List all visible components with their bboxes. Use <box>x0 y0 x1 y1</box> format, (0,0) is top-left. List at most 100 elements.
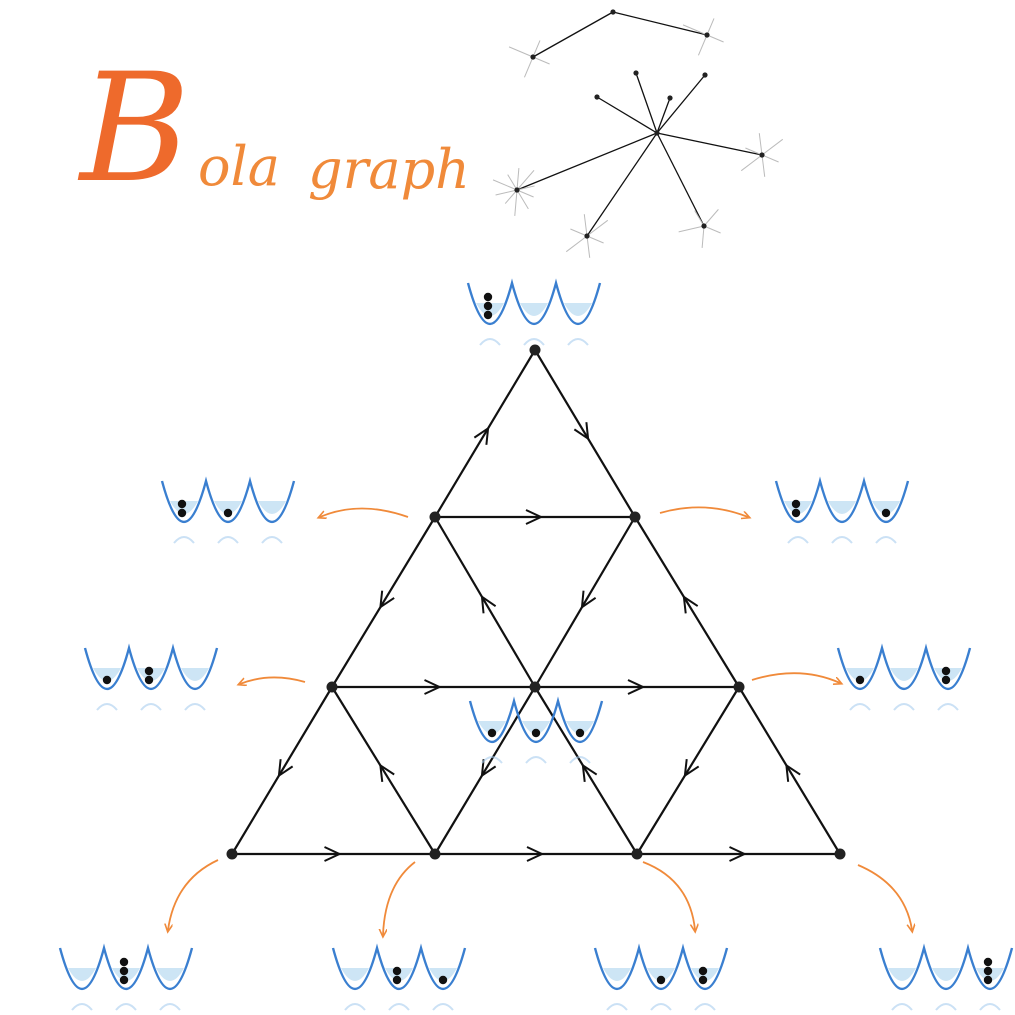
well-reflection <box>524 339 544 345</box>
star-faint-edge <box>509 47 533 57</box>
star-faint-edge <box>584 214 587 236</box>
well-reflection <box>174 537 194 543</box>
star-node <box>704 32 709 37</box>
star-faint-edge <box>759 133 762 155</box>
star-faint-edge <box>517 168 519 190</box>
lattice-node <box>632 849 643 860</box>
star-faint-edge <box>533 57 550 64</box>
well-reflection <box>345 1004 365 1010</box>
lattice-node <box>430 849 441 860</box>
lattice-node <box>835 849 846 860</box>
title-word-graph: graph <box>308 138 470 201</box>
lattice-edges <box>232 350 840 861</box>
edge-arrowhead <box>380 765 394 781</box>
lattice-edge <box>535 350 635 517</box>
well-reflection <box>480 339 500 345</box>
lattice-node <box>630 512 641 523</box>
star-faint-edge <box>704 226 721 233</box>
orange-arrow <box>752 673 840 683</box>
edge-arrowhead <box>279 759 293 775</box>
lattice-node <box>227 849 238 860</box>
star-faint-edge <box>587 236 604 243</box>
star-node <box>667 95 672 100</box>
edge-arrowhead <box>583 765 597 781</box>
well-particle <box>484 311 492 319</box>
lattice-node <box>430 512 441 523</box>
well-reflection <box>695 1004 715 1010</box>
well-particle <box>657 976 665 984</box>
well-particle <box>439 976 447 984</box>
star-node <box>514 187 519 192</box>
triple-well <box>595 948 727 1010</box>
orange-arrow <box>858 865 912 930</box>
lattice-nodes <box>227 345 846 860</box>
lattice-edge <box>535 517 635 687</box>
edge-arrowhead <box>474 428 488 444</box>
lattice-node <box>530 345 541 356</box>
edge-arrowhead <box>786 765 800 781</box>
well-particle <box>178 500 186 508</box>
well-particle <box>942 667 950 675</box>
well-particle <box>484 293 492 301</box>
well-reflection <box>141 704 161 710</box>
star-faint-edge <box>566 236 587 252</box>
lattice-edge <box>435 517 535 687</box>
well-particle <box>792 509 800 517</box>
star-edge <box>657 133 762 155</box>
lattice-edge <box>332 517 435 687</box>
well-reflection <box>389 1004 409 1010</box>
lattice-node <box>327 682 338 693</box>
well-reflection <box>651 1004 671 1010</box>
lattice-node <box>530 682 541 693</box>
title-initial: B <box>77 42 190 216</box>
well-particle <box>120 967 128 975</box>
triple-well <box>60 948 192 1010</box>
well-particle <box>120 976 128 984</box>
well-particle <box>942 676 950 684</box>
well-reflection <box>526 757 546 763</box>
triple-well <box>468 283 600 345</box>
well-particle <box>484 302 492 310</box>
well-reflection <box>262 537 282 543</box>
well-reflection <box>936 1004 956 1010</box>
edge-arrowhead <box>482 597 496 613</box>
well-particle <box>178 509 186 517</box>
lattice-edge <box>637 687 739 854</box>
star-edge <box>636 73 657 133</box>
star-node <box>654 130 659 135</box>
star-faint-edge <box>570 229 587 236</box>
lattice-edge <box>635 517 739 687</box>
well-particle <box>699 976 707 984</box>
edge-arrowhead <box>685 759 699 775</box>
well-reflection <box>980 1004 1000 1010</box>
orange-arrow <box>240 677 305 684</box>
edge-arrowhead <box>380 591 394 607</box>
well-particle <box>145 676 153 684</box>
edge-arrowhead <box>582 591 596 607</box>
lattice-edge <box>739 687 840 854</box>
triple-well <box>880 948 1012 1010</box>
title: B ola graph <box>77 42 470 216</box>
well-particle <box>576 729 584 737</box>
well-reflection <box>97 704 117 710</box>
star-faint-edge <box>707 35 724 42</box>
star-node <box>701 223 706 228</box>
star-faint-edge <box>587 236 590 258</box>
orange-arrow <box>643 862 695 930</box>
star-edge <box>587 133 657 236</box>
well-reflection <box>116 1004 136 1010</box>
well-particle <box>224 509 232 517</box>
well-reflection <box>185 704 205 710</box>
star-faint-edge <box>695 211 704 226</box>
star-faint-edge <box>707 18 714 35</box>
triple-well <box>85 648 217 710</box>
title-word-ola: ola <box>198 135 280 198</box>
star-node <box>702 72 707 77</box>
well-reflection <box>72 1004 92 1010</box>
lattice-edge <box>232 687 332 854</box>
well-particle <box>984 976 992 984</box>
star-edge <box>597 97 657 133</box>
well-particle <box>103 676 111 684</box>
triple-well-pictograms <box>60 283 1012 1010</box>
